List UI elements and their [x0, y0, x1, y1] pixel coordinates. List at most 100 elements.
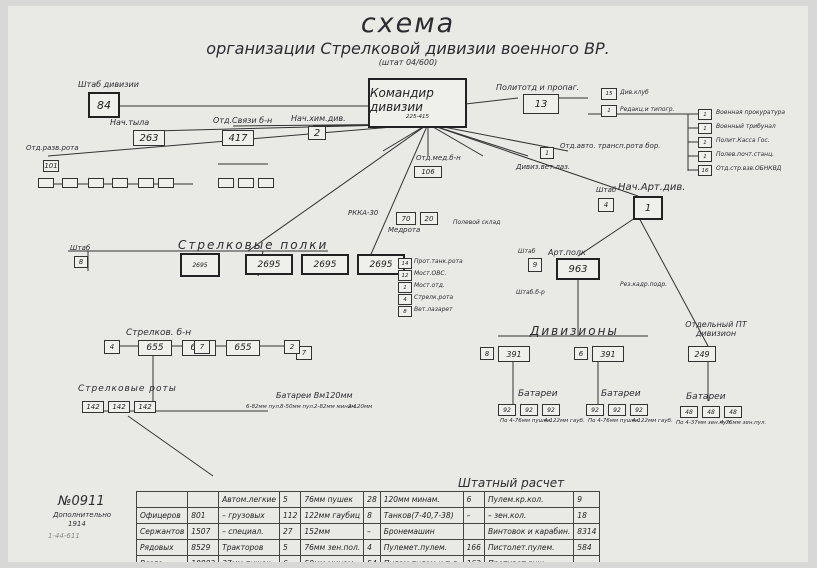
regiment-aux-box: 4	[398, 294, 412, 305]
arty-battery-note: По 4-76мм пушки	[588, 418, 639, 424]
arty-staff2-box: 9	[528, 258, 542, 272]
schedule-cell: Бронемашин	[379, 523, 464, 540]
schedule-cell: –	[573, 555, 601, 562]
at-battery-note: 4-76мм зен.пул.	[720, 420, 767, 426]
regiment-aux-box: 14	[398, 258, 412, 269]
schedule-cell: 152мм	[300, 523, 365, 540]
arty-battery-box: 92	[630, 404, 648, 416]
at-battery-box: 48	[680, 406, 698, 418]
rifle-staff-label: Штаб	[70, 244, 91, 252]
rear-label: Нач.тыла	[110, 118, 150, 127]
battalion-box: 655	[226, 340, 260, 356]
side-list-box: 1	[698, 109, 712, 120]
commander-sub: 225-415	[406, 114, 429, 120]
footer-stamp: 1-44-611	[48, 532, 80, 540]
company-box: 142	[82, 401, 104, 413]
schedule-cell: 6	[279, 555, 302, 562]
schedule-cell: 8529	[187, 539, 220, 556]
print-box: 1	[601, 105, 617, 117]
side-list-box: 1	[698, 137, 712, 148]
side-list-label: Полит.Касса Гос.	[716, 137, 770, 144]
schedule-cell: Автом.легкие	[218, 491, 281, 508]
auto-box: 1	[540, 147, 554, 159]
at-battery-box: 48	[702, 406, 720, 418]
schedule-cell: – специал.	[218, 523, 281, 540]
supply-label: Отд.Связи б-н	[213, 116, 273, 125]
schedule-cell: Винтовок и карабин.	[483, 523, 575, 540]
arty-division-box: 391	[498, 346, 530, 362]
small-unit-box	[112, 178, 128, 188]
supply-box: 417	[222, 130, 254, 146]
schedule-cell	[187, 491, 220, 508]
at-batteries-label: Батареи	[686, 392, 726, 402]
arty-staff-label: Штаб	[596, 186, 617, 194]
footer-number: №0911	[58, 494, 105, 509]
rifle-title: Стрелковые полки	[178, 238, 329, 252]
regiment-aux-box: 1	[398, 282, 412, 293]
arty-battery-note: По 4-76мм пушки	[500, 418, 551, 424]
schedule-cell: 122мм гаубиц	[300, 507, 365, 524]
schedule-row: Всего1088337мм пушек650мм минам.54Пулем.…	[135, 555, 601, 562]
schedule-cell: – грузовых	[218, 507, 281, 524]
medrota-label: Медрота	[388, 226, 421, 234]
arty-battery-box: 92	[542, 404, 560, 416]
rifle-small-box: 4	[104, 340, 120, 354]
arty-staff-box: 4	[598, 198, 614, 212]
small-unit-box	[138, 178, 154, 188]
guard-box: 101	[43, 160, 59, 172]
arty-battery-box: 92	[498, 404, 516, 416]
side-list-label: Военная прокуратура	[716, 109, 786, 116]
regiment-aux-label: Прот.танк.рота	[414, 258, 463, 265]
side-list-label: Полев.почт.станц.	[716, 151, 775, 158]
schedule-cell: Танков(7-40,7-38)	[379, 507, 464, 524]
schedule-cell: 166	[462, 539, 485, 556]
vet-label: Дивиз.вет.лаз.	[516, 163, 571, 171]
schedule-cell: 18	[573, 507, 601, 524]
small-unit-box	[238, 178, 254, 188]
batteries-label-2: Батареи	[601, 389, 641, 399]
at-div-label: Отдельный ПТ дивизион	[685, 320, 747, 338]
schedule-cell: 4	[363, 539, 381, 556]
schedule-cell: – зен.кол.	[483, 507, 575, 524]
side-list-box: 1	[698, 151, 712, 162]
arty-chief-box: 1	[633, 196, 663, 220]
pharmacy-box: 20	[420, 212, 438, 225]
small-unit-box	[218, 178, 234, 188]
schedule-cell: 10883	[187, 555, 220, 562]
schedule-cell: 8	[363, 507, 381, 524]
schedule-cell: Офицеров	[135, 507, 189, 524]
regiment-aux-label: Мост.отд.	[414, 282, 445, 289]
regiment-aux-label: Стрелк.рота	[414, 294, 454, 301]
schedule-cell: 27	[279, 523, 302, 540]
schedule-cell: 1507	[187, 523, 220, 540]
med-box: 106	[414, 166, 442, 178]
side-list-box: 16	[698, 165, 712, 176]
rk-label: РККА-30	[348, 209, 379, 217]
diagram-sheet: схема организации Стрелковой дивизии вое…	[8, 6, 808, 562]
small-unit-box	[88, 178, 104, 188]
small-unit-box	[62, 178, 78, 188]
regiment-box: 2695	[301, 254, 349, 275]
schedule-cell	[462, 523, 485, 540]
arty-division-staff-box: 8	[480, 347, 494, 360]
schedule-cell: 801	[187, 507, 220, 524]
company-label: Стрелковые роты	[78, 384, 177, 394]
arty-battery-note: 4-122мм гауб.	[632, 418, 673, 424]
arty-battery-box: 92	[520, 404, 538, 416]
schedule-cell: 5	[279, 539, 302, 556]
schedule-cell: Пулемет.пулем.	[379, 539, 464, 556]
regiment-aux-label: Вет.лазарет	[414, 306, 453, 313]
shtat-label: (штат 04/600)	[378, 58, 438, 67]
schedule-cell: 112	[279, 507, 302, 524]
divisions-label: Дивизионы	[530, 324, 619, 338]
schedule-cell: 37мм пушек	[218, 555, 281, 562]
chem-label: Нач.хим.див.	[291, 114, 346, 123]
side-list-label: Отд.стр.взв.ОБНКВД	[716, 165, 782, 172]
footer-note2: 1914	[68, 520, 86, 528]
arty-battery-note: 4-122мм гауб.	[544, 418, 585, 424]
crew-note: 6-82мм пул.	[246, 404, 281, 410]
arty-staff2-label: Штаб	[518, 248, 536, 255]
schedule-cell: –	[462, 507, 485, 524]
regiment-aux-box: 12	[398, 270, 412, 281]
